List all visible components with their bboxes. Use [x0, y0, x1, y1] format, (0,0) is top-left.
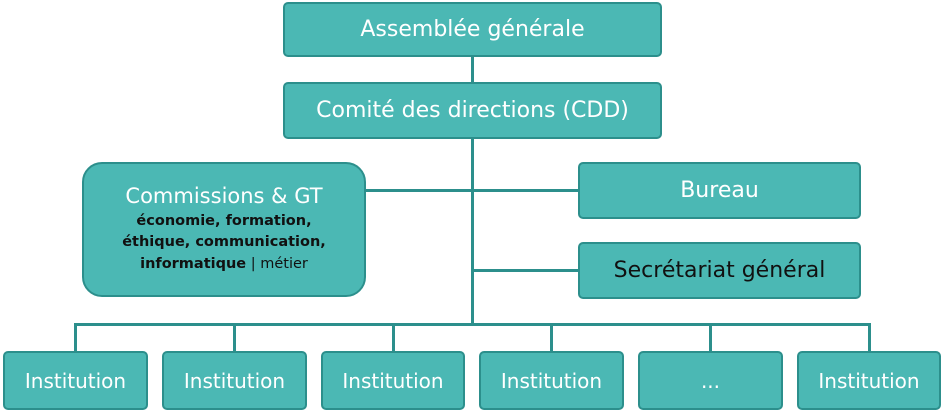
connector-institution-2 — [233, 323, 236, 353]
connector-assembly-cdd — [471, 56, 474, 82]
connector-institution-6 — [868, 323, 871, 353]
secretariat-label: Secrétariat général — [613, 257, 826, 283]
institution-node-6: Institution — [797, 351, 941, 410]
institution-label-5: ... — [700, 368, 721, 393]
institution-node-2: Institution — [162, 351, 307, 410]
cdd-node: Comité des directions (CDD) — [283, 82, 662, 139]
institution-node-3: Institution — [321, 351, 465, 410]
connector-institution-3 — [392, 323, 395, 353]
connector-secretariat — [473, 269, 579, 272]
cdd-label: Comité des directions (CDD) — [316, 97, 629, 123]
commissions-node: Commissions & GT économie, formation, ét… — [82, 162, 366, 297]
connector-institution-4 — [550, 323, 553, 353]
institution-label-3: Institution — [342, 368, 444, 393]
secretariat-node: Secrétariat général — [578, 242, 861, 299]
commissions-title: Commissions & GT — [125, 184, 323, 209]
institution-label-4: Institution — [500, 368, 603, 393]
commissions-metier: métier — [260, 255, 308, 272]
connector-institutions-bus — [74, 323, 871, 326]
assembly-node: Assemblée générale — [283, 2, 662, 57]
commissions-line-2: éthique, communication, — [122, 234, 326, 251]
commissions-line-3: informatique | métier — [140, 254, 308, 275]
connector-institution-1 — [74, 323, 77, 353]
commissions-line-1: économie, formation, — [136, 213, 312, 230]
bureau-label: Bureau — [680, 177, 759, 203]
assembly-label: Assemblée générale — [360, 16, 585, 42]
commissions-separator: | — [246, 255, 261, 272]
connector-bureau — [473, 189, 579, 192]
bureau-node: Bureau — [578, 162, 861, 219]
commissions-informatique: informatique — [140, 255, 247, 272]
institution-node-5: ... — [638, 351, 783, 410]
institution-node-1: Institution — [3, 351, 148, 410]
connector-commissions — [365, 189, 472, 192]
connector-trunk — [471, 138, 474, 324]
connector-institution-5 — [709, 323, 712, 353]
institution-label-2: Institution — [183, 368, 286, 393]
institution-label-1: Institution — [24, 368, 127, 393]
institution-node-4: Institution — [479, 351, 624, 410]
institution-label-6: Institution — [818, 368, 920, 393]
